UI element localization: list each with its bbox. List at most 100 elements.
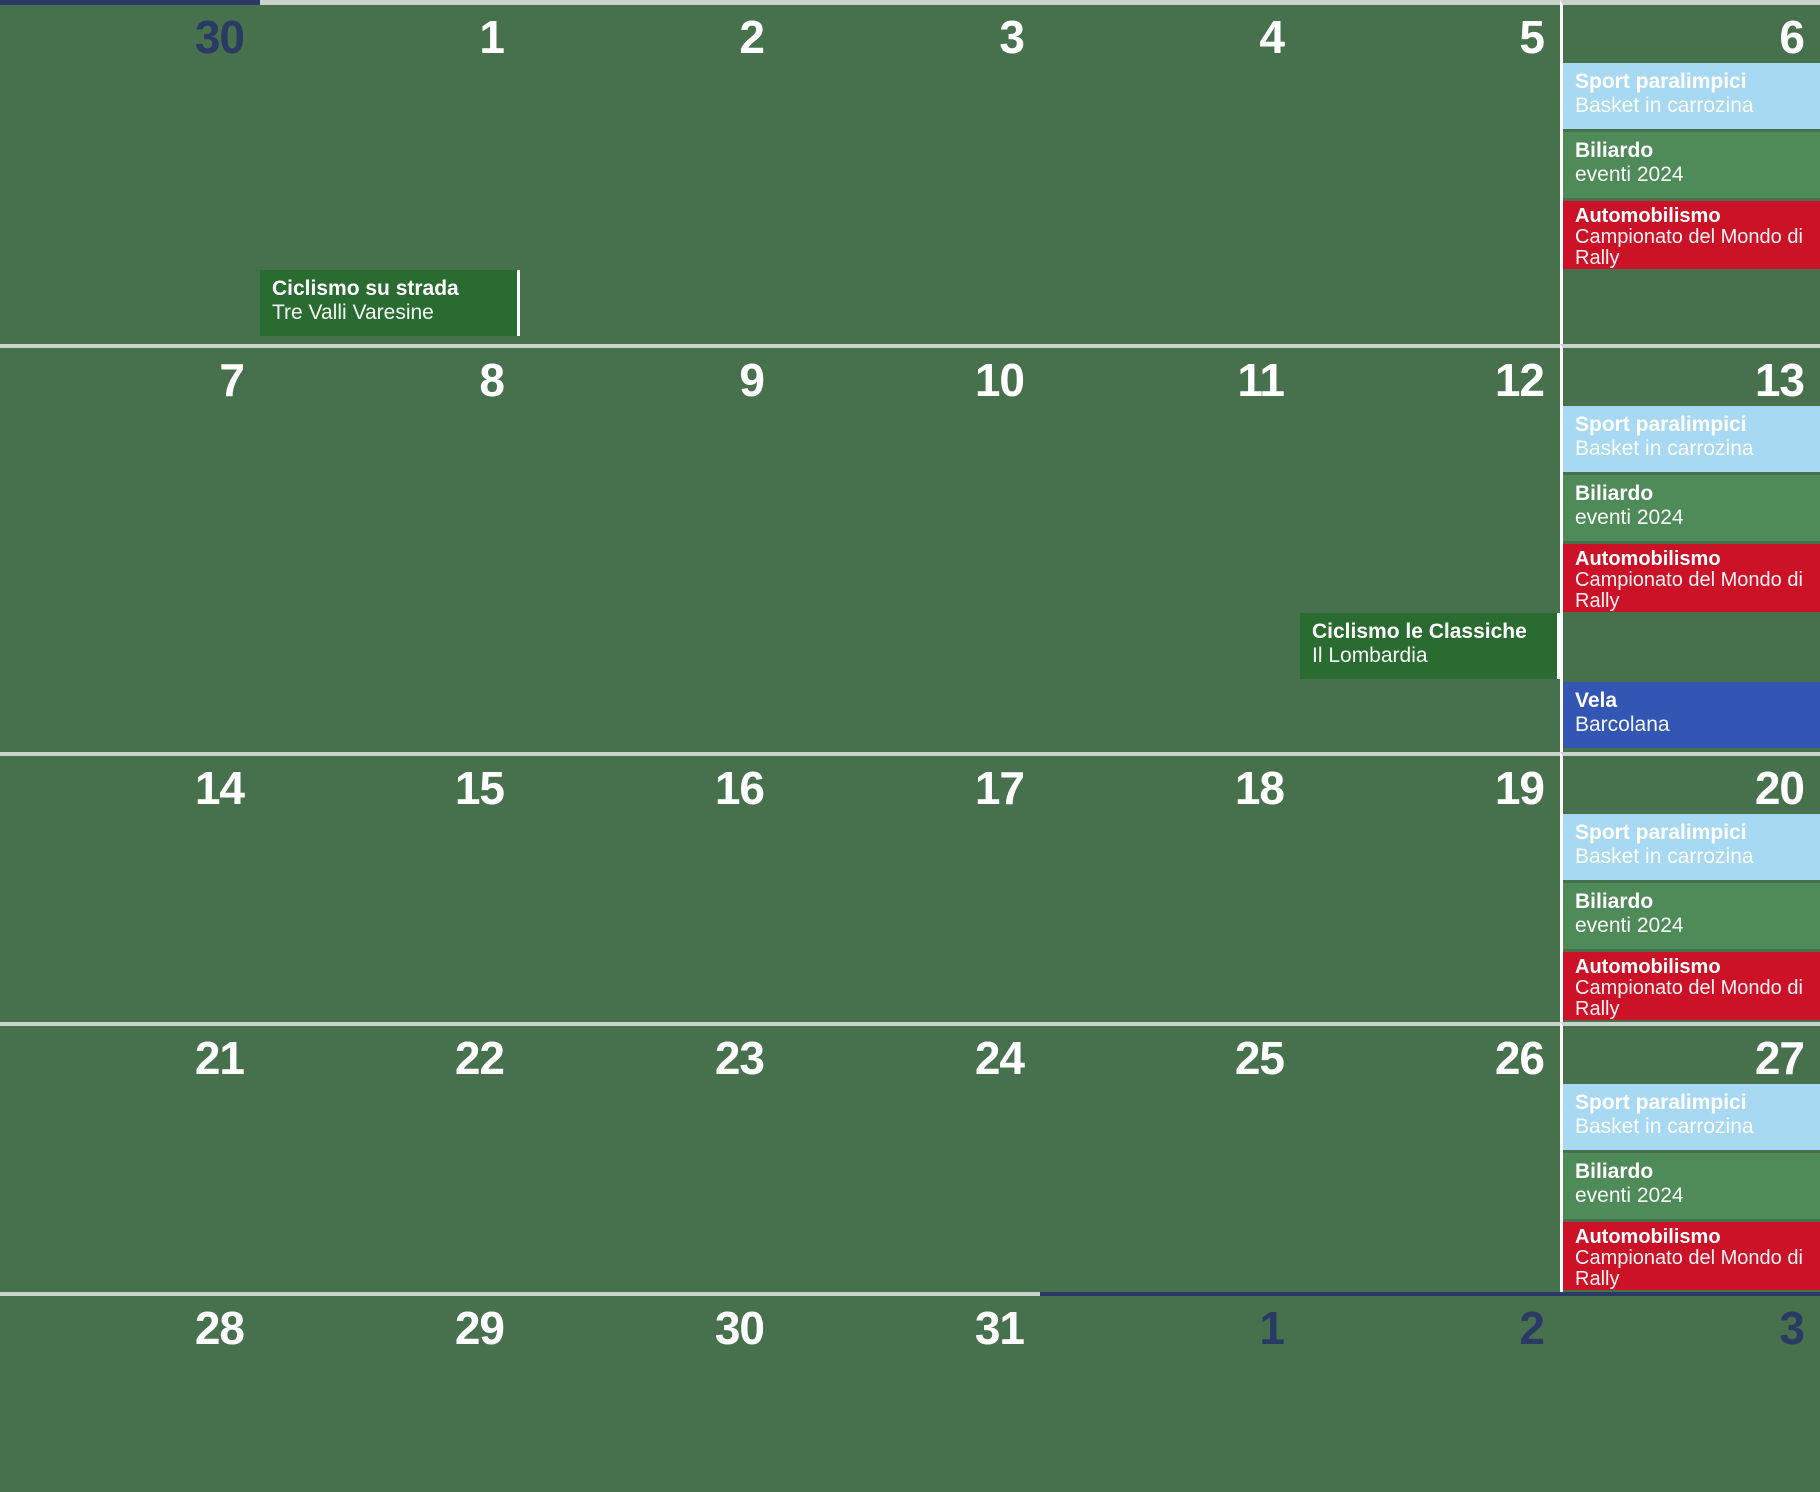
day-cell[interactable]: 31 [780, 1292, 1040, 1492]
day-number: 7 [219, 354, 245, 406]
day-cell[interactable]: 8 [260, 344, 520, 752]
day-cell[interactable]: 7 [0, 344, 260, 752]
event-subtitle: Basket in carrozina [1575, 94, 1754, 117]
event-title: Biliardo [1575, 139, 1654, 162]
day-number: 19 [1494, 762, 1545, 814]
day-cell[interactable]: 23 [520, 1022, 780, 1292]
day-cell[interactable]: 14 [0, 752, 260, 1022]
day-number: 11 [1237, 354, 1285, 406]
event-subtitle: Basket in carrozina [1575, 437, 1754, 460]
day-cell[interactable]: 16 [520, 752, 780, 1022]
day-number: 17 [974, 762, 1025, 814]
day-cell[interactable]: 26 [1300, 1022, 1560, 1292]
day-number: 30 [714, 1302, 765, 1354]
day-number: 15 [454, 762, 505, 814]
day-number: 31 [974, 1302, 1025, 1354]
day-number: 1 [479, 11, 505, 63]
event-title: Biliardo [1575, 482, 1654, 505]
day-number: 26 [1494, 1032, 1545, 1084]
event-title: Biliardo [1575, 890, 1654, 913]
event-title: Ciclismo su strada [272, 277, 459, 300]
day-cell[interactable]: 2 [1300, 1292, 1560, 1492]
day-cell[interactable]: 2 [520, 0, 780, 344]
day-number: 4 [1259, 11, 1285, 63]
event-subtitle: eventi 2024 [1575, 163, 1684, 186]
day-cell[interactable]: 15 [260, 752, 520, 1022]
event-subtitle: Campionato del Mondo di Rally [1575, 569, 1803, 612]
day-number: 8 [479, 354, 505, 406]
day-cell[interactable]: 3 [1560, 1292, 1820, 1492]
day-number: 10 [974, 354, 1025, 406]
day-number: 16 [714, 762, 765, 814]
day-number: 18 [1234, 762, 1285, 814]
day-number: 25 [1234, 1032, 1285, 1084]
day-cell[interactable]: 10 [780, 344, 1040, 752]
day-number: 6 [1779, 11, 1805, 63]
day-number: 13 [1754, 354, 1805, 406]
day-cell[interactable]: 28 [0, 1292, 260, 1492]
event-subtitle: Campionato del Mondo di Rally [1575, 226, 1803, 269]
day-cell[interactable]: 3 [780, 0, 1040, 344]
day-cell[interactable]: 11 [1040, 344, 1300, 752]
event-title: Vela [1575, 689, 1618, 712]
day-cell[interactable]: 30 [520, 1292, 780, 1492]
day-cell[interactable]: 21 [0, 1022, 260, 1292]
event-subtitle: eventi 2024 [1575, 914, 1684, 937]
day-number: 30 [194, 11, 245, 63]
day-cell[interactable]: 17 [780, 752, 1040, 1022]
event-subtitle: Il Lombardia [1312, 644, 1428, 667]
day-cell[interactable]: 19 [1300, 752, 1560, 1022]
day-cell[interactable]: 1 [1040, 1292, 1300, 1492]
day-cell[interactable]: 18 [1040, 752, 1300, 1022]
day-cell[interactable]: 5 [1300, 0, 1560, 344]
event-subtitle: Barcolana [1575, 713, 1670, 736]
day-cell[interactable]: 4 [1040, 0, 1300, 344]
day-number: 3 [1779, 1302, 1805, 1354]
event-title: Sport paralimpici [1575, 1091, 1747, 1114]
event-title: Ciclismo le Classiche [1312, 620, 1527, 643]
event-title: Sport paralimpici [1575, 413, 1747, 436]
day-cell[interactable]: 9 [520, 344, 780, 752]
day-cell[interactable]: 24 [780, 1022, 1040, 1292]
day-cell[interactable]: 30 [0, 0, 260, 344]
day-cell[interactable]: 29 [260, 1292, 520, 1492]
event-title: Automobilismo [1575, 956, 1721, 978]
event-title: Sport paralimpici [1575, 70, 1747, 93]
day-cell[interactable]: 25 [1040, 1022, 1300, 1292]
day-number: 12 [1494, 354, 1545, 406]
day-cell[interactable]: 22 [260, 1022, 520, 1292]
day-number: 21 [194, 1032, 245, 1084]
event-title: Automobilismo [1575, 205, 1721, 227]
day-number: 2 [1519, 1302, 1545, 1354]
day-number: 5 [1519, 11, 1545, 63]
day-number: 14 [194, 762, 245, 814]
event-title: Sport paralimpici [1575, 821, 1747, 844]
event-title: Automobilismo [1575, 548, 1721, 570]
